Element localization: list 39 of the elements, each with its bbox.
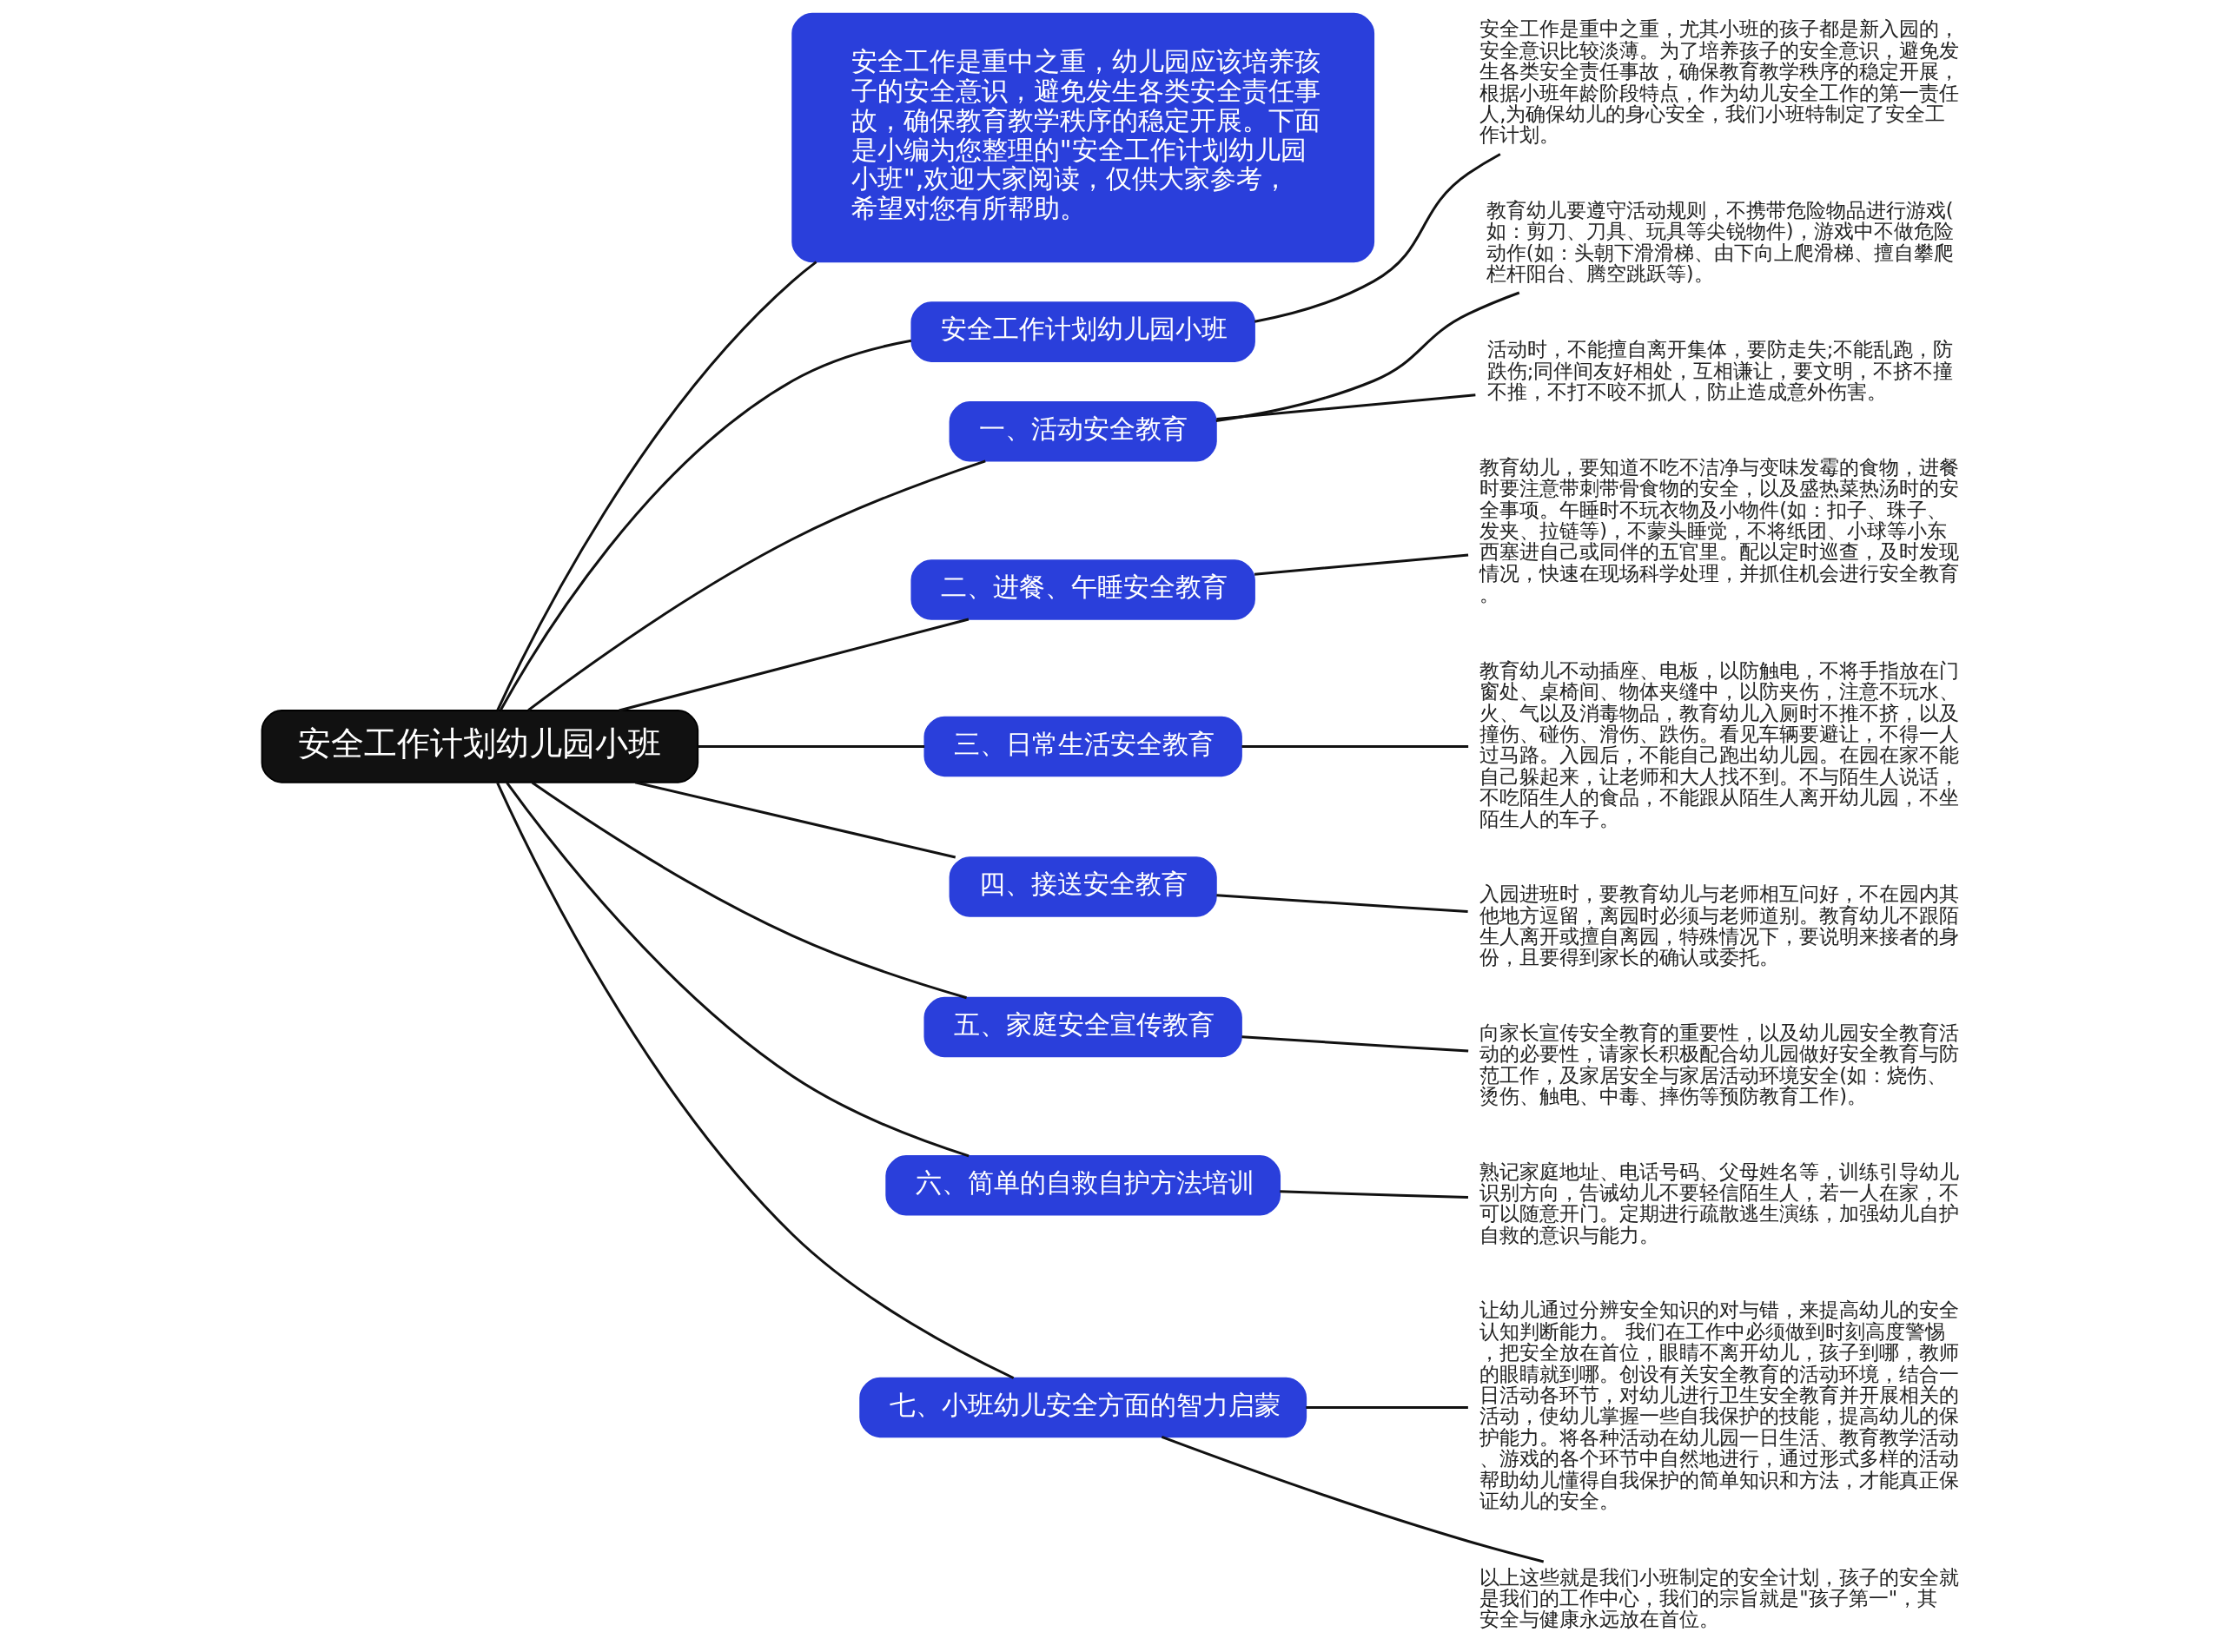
node-text: 以上这些就是我们小班制定的安全计划，孩子的安全就是我们的工作中心，我们的宗旨就是"孩子第一"，其安全与健康永远放在首位。 — [1479, 1565, 1959, 1631]
connector — [505, 782, 970, 1158]
node-box: 三、日常生活安全教育 — [923, 716, 1242, 777]
node-text: 教育幼儿，要知道不吃不洁净与变味发霉的食物，进餐时要注意带刺带骨食物的安全，以及盛热菜热汤时的安全事项。午睡时不玩衣物及小物件(如：扣子、珠子、发夹、拉链等)，不蒙头睡觉，不将纸团、小球等小东西塞进自己或同伴的五官里。配以定时巡查，及时发现情况，快速在现场科学处理，并抓住机会进行安全教育。 — [1479, 455, 1959, 606]
node-text: 熟记家庭地址、电话号码、父母姓名等，训练引导幼儿识别方向，告诫幼儿不要轻信陌生人，若一人在家，不可以随意开门。定期进行疏散逃生演练，加强幼儿自护自救的意识与能力。 — [1479, 1160, 1959, 1246]
node-text: 活动时，不能擅自离开集体，要防走失;不能乱跑，防跌伤;同伴间友好相处，互相谦让，要文明，不挤不撞不推，不打不咬不抓人，防止造成意外伤害。 — [1486, 338, 1953, 404]
node-text: 向家长宣传安全教育的重要性，以及幼儿园安全教育活动的必要性，请家长积极配合幼儿园做好安全教育与防范工作，及家居安全与家居活动环境安全(如：烧伤、烫伤、触电、中毒、摔伤等预防教育工作)。 — [1479, 1021, 1959, 1108]
node-text: 教育幼儿要遵守活动规则，不携带危险物品进行游戏(如：剪刀、刀具、玩具等尖锐物件)，游戏中不做危险动作(如：头朝下滑滑梯、由下向上爬滑梯、擅自攀爬栏杆阳台、腾空跳跃等)。 — [1486, 198, 1954, 286]
connector — [1254, 153, 1501, 323]
connector — [1161, 1435, 1544, 1563]
connector — [495, 261, 817, 711]
connector — [1254, 553, 1468, 576]
connector — [531, 781, 967, 1000]
connector — [1215, 894, 1468, 914]
node-box: 二、进餐、午睡安全教育 — [910, 559, 1255, 620]
connector — [499, 339, 911, 711]
connector — [1215, 291, 1519, 422]
connector — [526, 459, 986, 711]
node-text: 安全工作是重中之重，尤其小班的孩子都是新入园的，安全意识比较淡薄。为了培养孩子的安全意识，避免发生各类安全责任事故，确保教育教学秩序的稳定开展，根据小班年龄阶段特点，作为幼儿安全工作的第一责任人,为确保幼儿的身心安全，我们小班特制定了安全工作计划。 — [1479, 17, 1959, 147]
connector — [634, 781, 956, 859]
connector — [1215, 393, 1475, 421]
node-text: 教育幼儿不动插座、电板，以防触电，不将手指放在门窗处、桌椅间、物体夹缝中，以防夹伤，注意不玩水、火、气以及消毒物品，教育幼儿入厕时不推不挤，以及撞伤、碰伤、滑伤、跌伤。看见车辆要避让，不得一人过马路。入园后，不能自己跑出幼儿园。在园在家不能自己躲起来，让老师和大人找不到。不与陌生人说话，不吃陌生人的食品，不能跟从陌生人离开幼儿园，不坐陌生人的车子。 — [1479, 658, 1959, 830]
node-box: 一、活动安全教育 — [949, 401, 1217, 462]
node-text: 让幼儿通过分辨安全知识的对与错，来提高幼儿的安全认知判断能力。 我们在工作中必须做到时刻高度警惕，把安全放在首位，眼睛不离开幼儿，孩子到哪，教师的眼睛就到哪。创设有关安全教育的活动环境，结合一日活动各环节，对幼儿进行卫生安全教育并开展相关的活动，使幼儿掌握一些自我保护的技能，提高幼儿的保护能力。将各种活动在幼儿园一日生活、教育教学活动、游戏的各个环节中自然地进行，通过形式多样的活动帮助幼儿懂得自我保护的简单知识和方法，才能真正保证幼儿的安全。 — [1479, 1298, 1959, 1513]
connector — [618, 618, 969, 712]
connector — [1279, 1190, 1468, 1199]
node-box: 安全工作计划幼儿园小班 — [261, 710, 698, 783]
connector — [1241, 1035, 1468, 1053]
node-box: 七、小班幼儿安全方面的智力启蒙 — [858, 1377, 1307, 1438]
node-box: 安全工作是重中之重，幼儿园应该培养孩子的安全意识，避免发生各类安全责任事故，确保教育教学秩序的稳定开展。下面是小编为您整理的"安全工作计划幼儿园小班",欢迎大家阅读，仅供大家参考，希望对您有所帮助。 — [791, 12, 1374, 263]
node-box: 安全工作计划幼儿园小班 — [910, 301, 1255, 362]
node-box: 五、家庭安全宣传教育 — [923, 996, 1242, 1058]
connector — [1305, 1405, 1468, 1409]
connector — [698, 744, 924, 748]
connector — [495, 782, 1014, 1379]
node-text: 入园进班时，要教育幼儿与老师相互问好，不在园内其他地方逗留，离园时必须与老师道别。教育幼儿不跟陌生人离开或擅自离园，特殊情况下，要说明来接者的身份，且要得到家长的确认或委托。 — [1479, 882, 1959, 969]
connector — [1241, 744, 1468, 748]
node-box: 四、接送安全教育 — [949, 856, 1217, 917]
node-box: 六、简单的自救自护方法培训 — [884, 1155, 1281, 1216]
